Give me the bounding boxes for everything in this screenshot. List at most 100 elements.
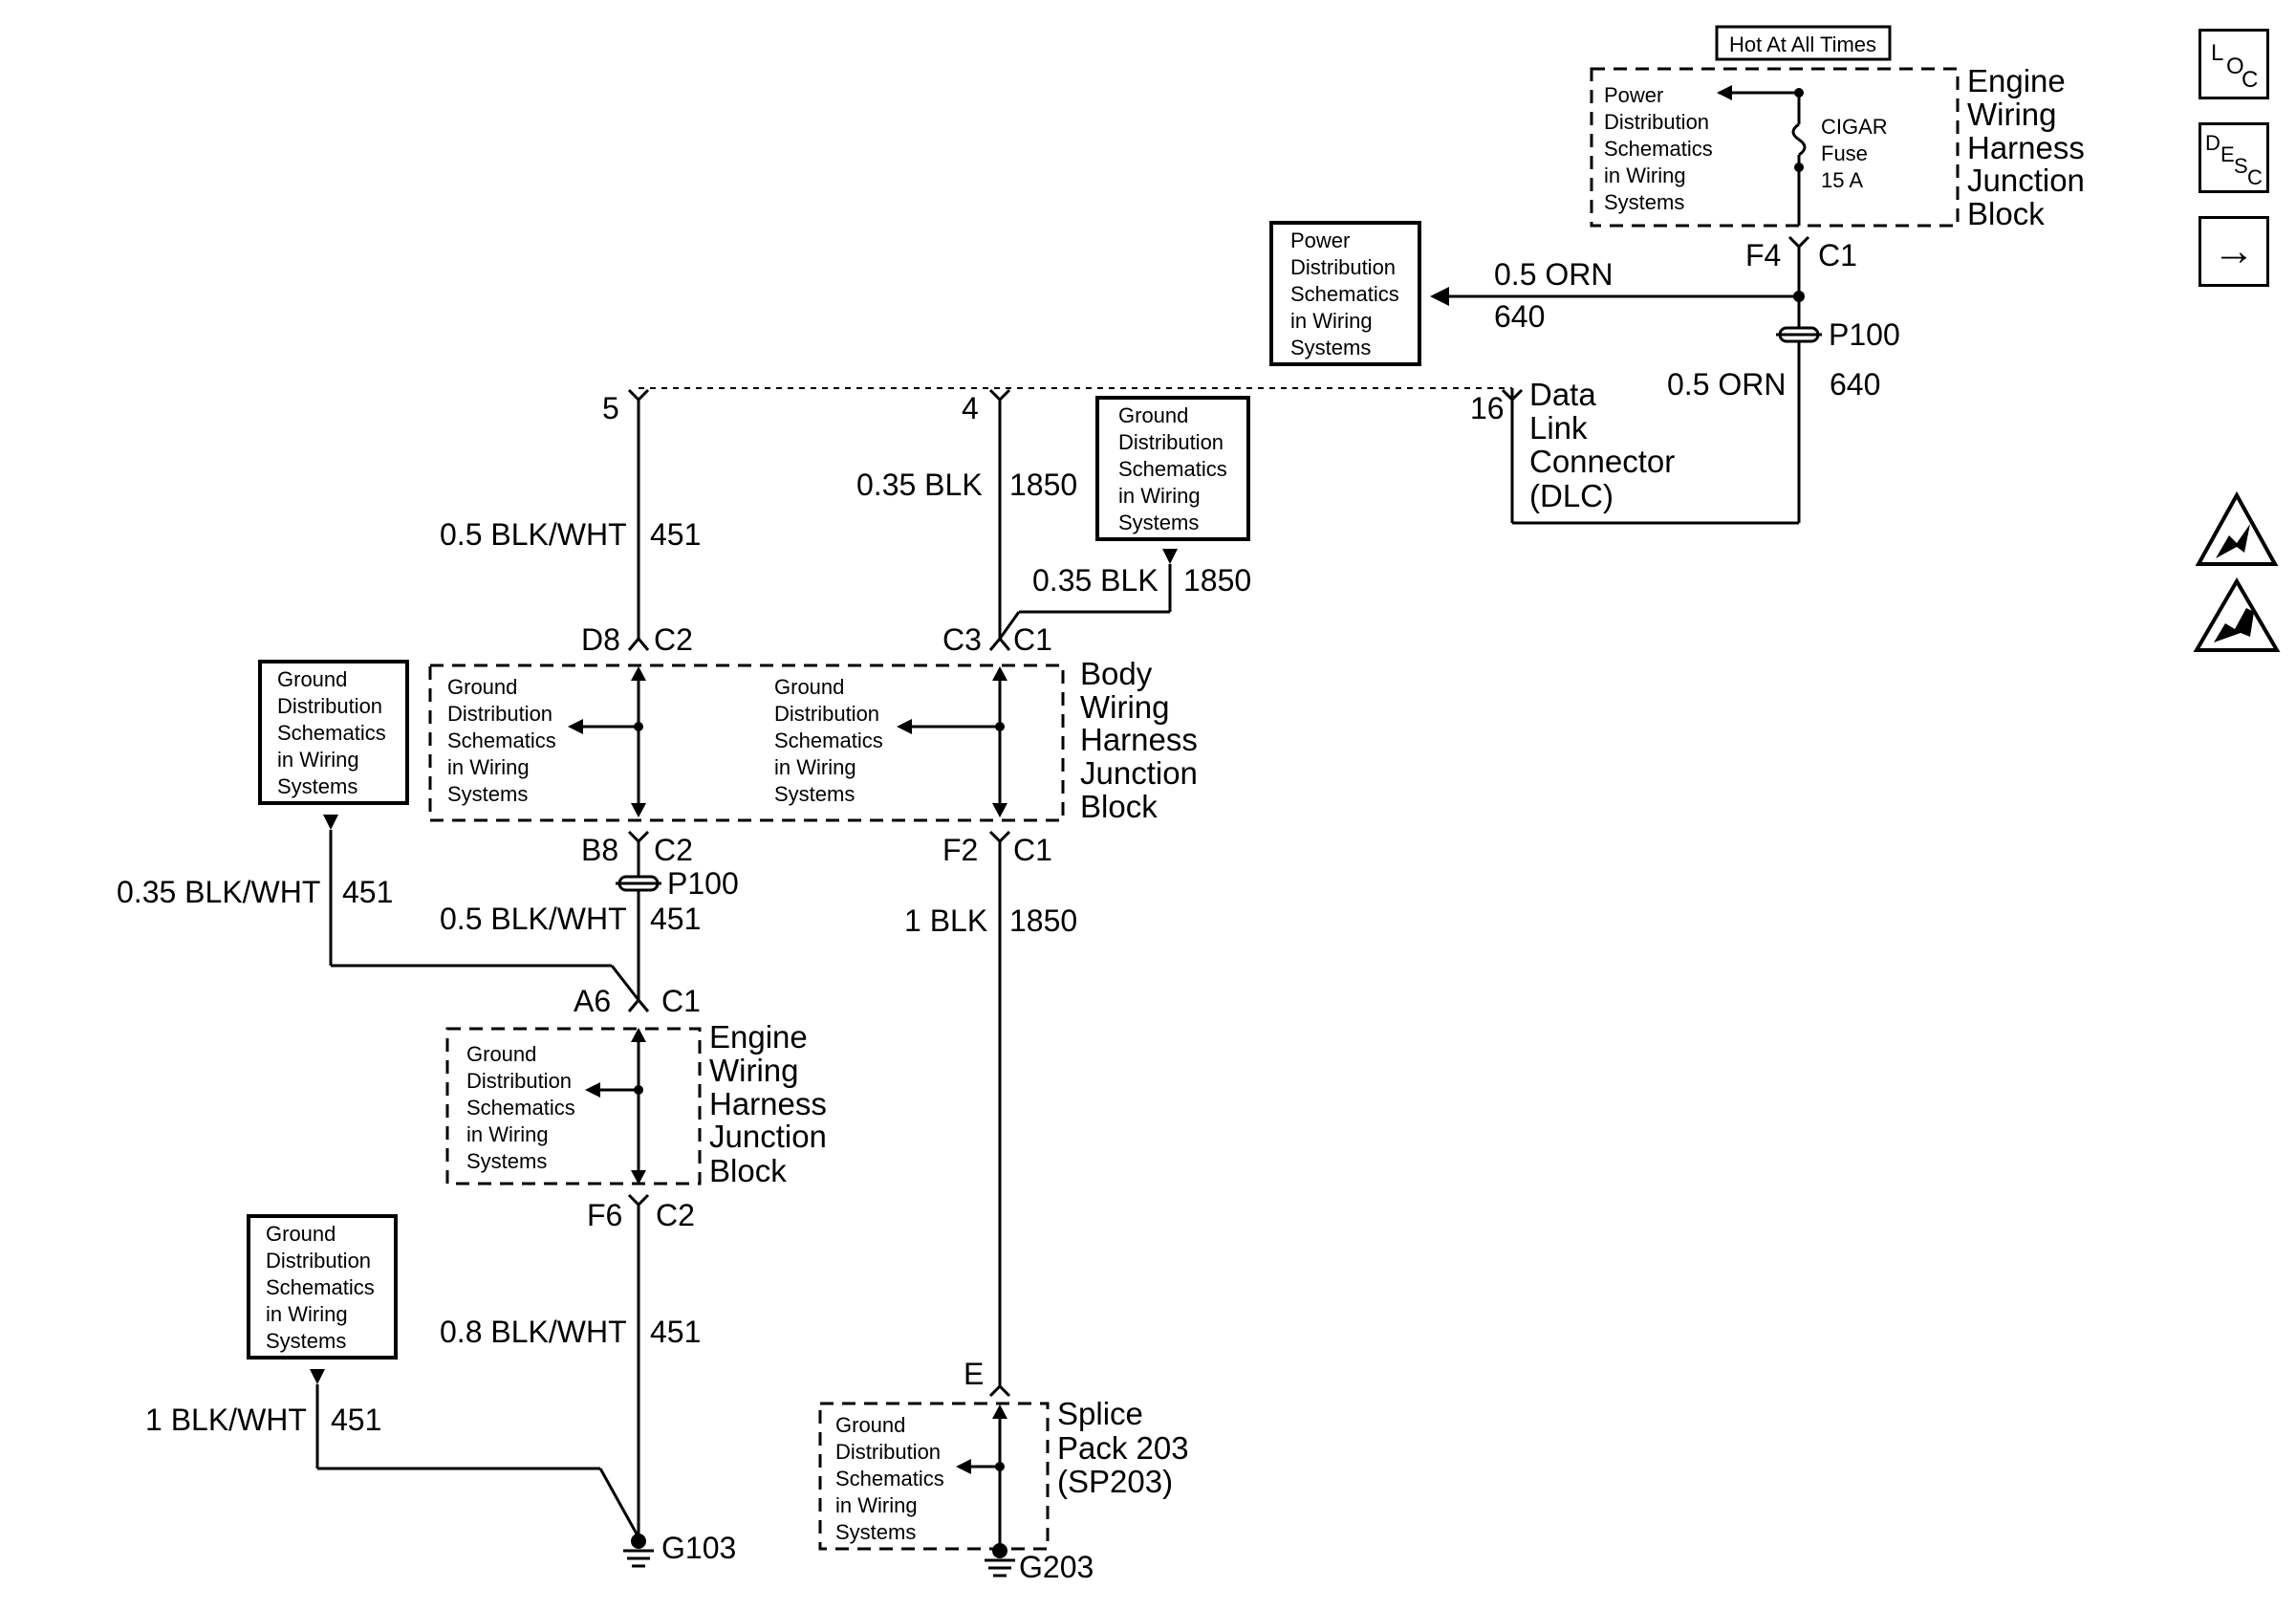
svg-text:Data: Data <box>1529 377 1596 412</box>
svg-text:Schematics: Schematics <box>1118 457 1227 481</box>
power-distribution-ref-top[interactable]: Power Distribution Schematics in Wiring … <box>1604 83 1713 214</box>
connector-d8 <box>627 636 650 651</box>
ground-distribution-ref-box[interactable] <box>1095 396 1250 541</box>
description-button[interactable]: D E S C <box>2199 122 2269 193</box>
svg-text:Distribution: Distribution <box>1604 110 1709 134</box>
svg-text:4: 4 <box>962 391 979 425</box>
svg-text:Block: Block <box>1080 789 1158 824</box>
svg-text:0.35 BLK: 0.35 BLK <box>856 468 983 502</box>
connector-e <box>988 1383 1011 1398</box>
svg-text:Harness: Harness <box>1080 722 1198 757</box>
svg-text:C1: C1 <box>1013 622 1052 657</box>
svg-text:Block: Block <box>709 1153 787 1188</box>
connector-a6 <box>627 997 650 1012</box>
connector-b8 <box>627 830 650 844</box>
svg-text:Distribution: Distribution <box>447 702 552 726</box>
esd-warning-icon <box>2193 577 2281 652</box>
svg-text:C2: C2 <box>654 622 693 657</box>
svg-text:F2: F2 <box>942 833 978 867</box>
svg-text:Ground: Ground <box>277 667 347 691</box>
fuse-icon <box>1791 122 1807 157</box>
engine-junction-block-lower-title: Engine Wiring Harness Junction Block <box>709 1019 827 1188</box>
svg-text:640: 640 <box>1494 299 1545 334</box>
next-button[interactable]: → <box>2199 216 2269 287</box>
svg-text:Fuse: Fuse <box>1821 141 1868 165</box>
svg-text:F6: F6 <box>587 1198 622 1232</box>
svg-text:16: 16 <box>1470 391 1505 425</box>
svg-text:Junction: Junction <box>1967 163 2085 198</box>
svg-text:in Wiring: in Wiring <box>466 1122 549 1146</box>
svg-text:0.5 ORN: 0.5 ORN <box>1494 257 1613 292</box>
svg-text:Systems: Systems <box>277 774 357 798</box>
inline-connector-p100-top <box>1776 326 1822 343</box>
svg-text:Distribution: Distribution <box>266 1249 371 1273</box>
svg-text:Wiring: Wiring <box>1080 689 1170 725</box>
body-junction-block-title: Body Wiring Harness Junction Block <box>1080 656 1198 824</box>
connector-f4 <box>1787 235 1810 250</box>
esd-warning-icon <box>2195 490 2279 566</box>
svg-text:Block: Block <box>1967 196 2045 231</box>
svg-text:Schematics: Schematics <box>1604 137 1713 161</box>
svg-text:Distribution: Distribution <box>774 702 879 726</box>
svg-text:(SP203): (SP203) <box>1057 1464 1173 1499</box>
svg-text:Systems: Systems <box>1290 336 1371 359</box>
svg-text:(DLC): (DLC) <box>1529 478 1614 513</box>
svg-text:0.35 BLK/WHT: 0.35 BLK/WHT <box>117 875 320 909</box>
svg-text:Schematics: Schematics <box>447 729 556 752</box>
svg-text:Pack 203: Pack 203 <box>1057 1430 1189 1466</box>
svg-text:L: L <box>2211 40 2223 66</box>
svg-text:Ground: Ground <box>1118 403 1188 427</box>
svg-text:5: 5 <box>602 391 619 425</box>
power-distribution-ref-box[interactable] <box>1269 221 1421 366</box>
inline-connector-p100-left <box>616 875 661 892</box>
svg-text:B8: B8 <box>581 833 618 867</box>
svg-text:451: 451 <box>650 902 701 936</box>
svg-text:E: E <box>964 1357 984 1391</box>
hot-at-all-times-box <box>1715 25 1892 61</box>
ground-distribution-ref-body-left[interactable]: Ground Distribution Schematics in Wiring… <box>447 675 556 806</box>
ground-distribution-ref-body-right[interactable]: Ground Distribution Schematics in Wiring… <box>774 675 883 806</box>
engine-junction-block-top-title: Engine Wiring Harness Junction Block <box>1967 63 2085 231</box>
svg-text:451: 451 <box>650 1315 701 1349</box>
svg-text:Schematics: Schematics <box>266 1275 375 1299</box>
svg-text:451: 451 <box>331 1403 381 1437</box>
svg-text:Systems: Systems <box>266 1329 346 1353</box>
svg-text:Systems: Systems <box>447 782 528 806</box>
svg-text:0.5 BLK/WHT: 0.5 BLK/WHT <box>440 902 627 936</box>
svg-text:Systems: Systems <box>466 1149 547 1173</box>
svg-text:D8: D8 <box>581 622 620 657</box>
svg-text:Ground: Ground <box>466 1042 536 1066</box>
svg-text:E: E <box>2220 142 2235 166</box>
ground-distribution-ref-box[interactable] <box>247 1214 398 1360</box>
svg-text:Junction: Junction <box>709 1119 827 1154</box>
svg-text:451: 451 <box>342 875 393 909</box>
svg-text:0.8 BLK/WHT: 0.8 BLK/WHT <box>440 1315 627 1349</box>
location-button[interactable]: L O C <box>2199 29 2269 99</box>
svg-text:Distribution: Distribution <box>1118 430 1224 454</box>
svg-text:0.35 BLK: 0.35 BLK <box>1032 563 1159 598</box>
ground-distribution-ref-engine-lower[interactable]: Ground Distribution Schematics in Wiring… <box>466 1042 575 1173</box>
ground-g203-icon <box>985 1543 1015 1577</box>
connector-f6 <box>627 1193 650 1208</box>
svg-text:Distribution: Distribution <box>466 1069 572 1093</box>
arrow-left-icon <box>1430 287 1449 306</box>
svg-text:in Wiring: in Wiring <box>447 755 530 779</box>
svg-text:A6: A6 <box>574 984 611 1018</box>
svg-text:Engine: Engine <box>1967 63 2066 98</box>
connector-c3 <box>988 636 1011 651</box>
svg-text:P100: P100 <box>667 866 739 901</box>
svg-text:in Wiring: in Wiring <box>266 1302 348 1326</box>
arrow-left-icon <box>956 1459 971 1474</box>
engine-junction-block-lower-outline <box>445 1027 702 1186</box>
svg-text:O: O <box>2226 54 2244 79</box>
svg-text:451: 451 <box>650 517 701 552</box>
dlc-pin-4 <box>988 388 1011 402</box>
arrow-down-icon <box>1162 549 1178 564</box>
ground-distribution-ref-splice[interactable]: Ground Distribution Schematics in Wiring… <box>835 1413 944 1544</box>
svg-text:G103: G103 <box>661 1531 736 1565</box>
svg-text:in Wiring: in Wiring <box>835 1493 918 1517</box>
ground-distribution-ref-box[interactable] <box>258 660 409 805</box>
svg-text:Splice: Splice <box>1057 1396 1143 1431</box>
svg-text:C1: C1 <box>661 984 701 1018</box>
